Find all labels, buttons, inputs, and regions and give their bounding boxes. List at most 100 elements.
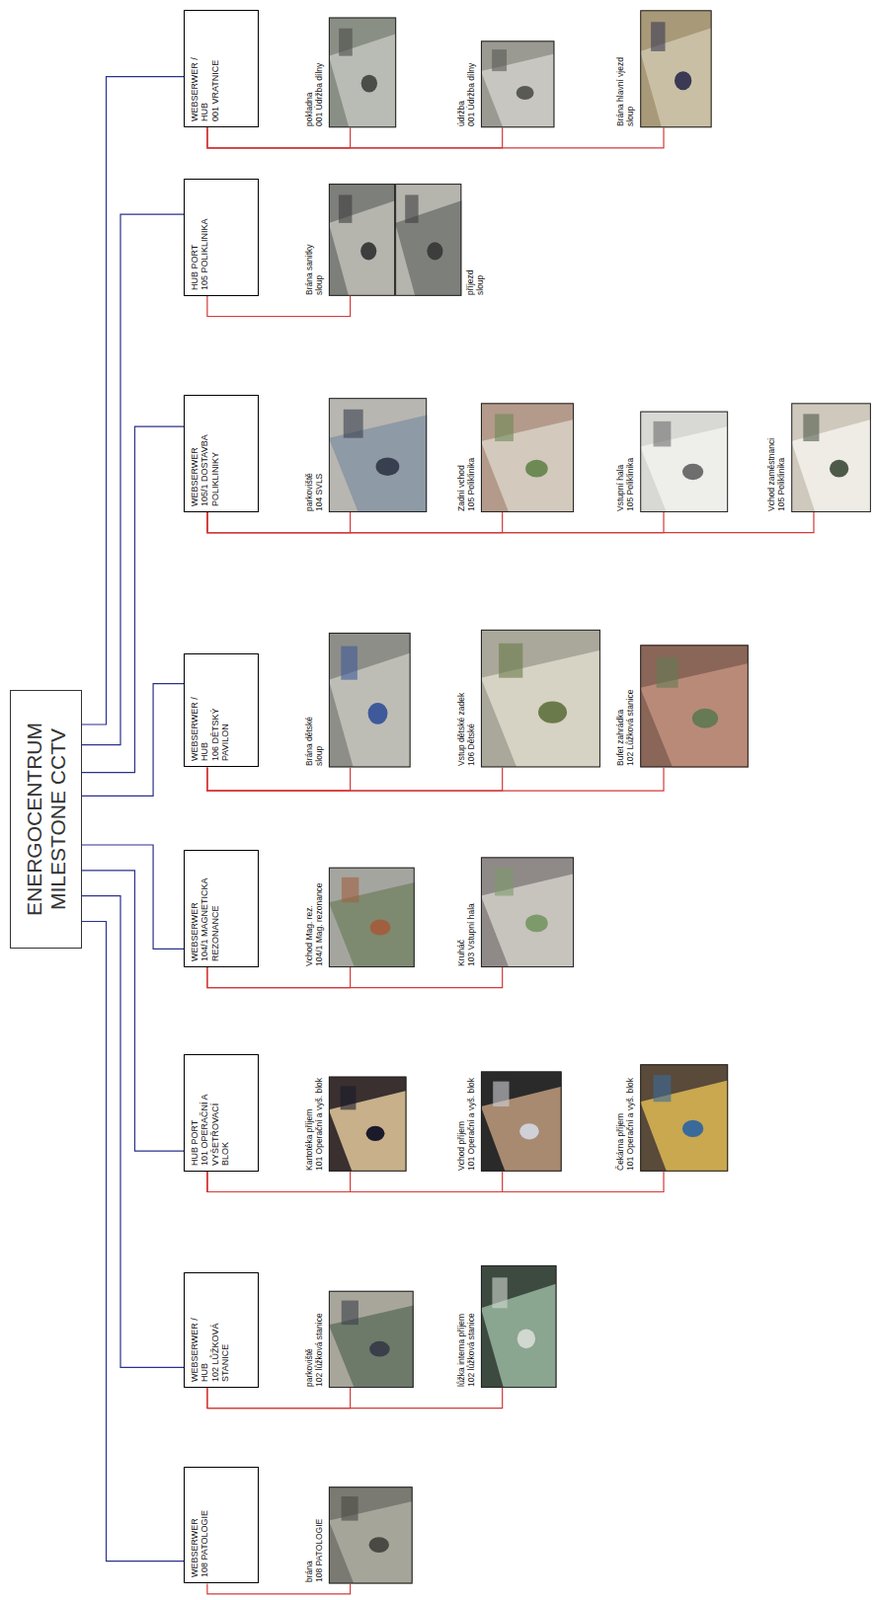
- hub-box: WEBSERWER / HUB106 DĚTSKÝ PAVILON: [183, 653, 258, 769]
- camera-picture: [480, 857, 574, 968]
- picture-frame: [328, 1077, 406, 1172]
- label-group: Vstupní hala105 Poliklinika: [616, 458, 636, 512]
- camera-label: Vstupní hala: [616, 458, 627, 512]
- server-box: ENERGOCENTRUM MILESTONE CCTV: [9, 690, 81, 951]
- camera-label: Bufet zahrádka: [616, 690, 627, 768]
- camera-label: Čekárna příjem: [616, 1078, 627, 1172]
- camera-link: [207, 127, 664, 149]
- hub-label: WEBSERWER: [189, 422, 200, 507]
- picture-frame: [328, 184, 395, 297]
- hub-label: 106 DĚTSKÝ PAVILON: [210, 677, 232, 762]
- picture-object: [525, 460, 549, 478]
- picture-object: [376, 457, 400, 477]
- camera-link: [207, 512, 814, 534]
- picture-ground: [791, 402, 872, 513]
- camera-label: 105 Poliklinika: [626, 458, 636, 512]
- picture-ground: [480, 402, 574, 513]
- picture-object: [517, 1329, 536, 1350]
- camera-view: Zadní vchod105 Poliklinika: [457, 402, 574, 513]
- camera-view: Vchod zaměstnanci105 Poliklinika: [767, 402, 872, 513]
- picture-object: [494, 413, 514, 442]
- picture-ground: [328, 183, 396, 297]
- label-group: Bufet zahrádka102 Lůžková stanice: [616, 690, 636, 768]
- label-group: WEBSERWER108 PATOLOGIE: [189, 1494, 211, 1579]
- picture-object: [340, 1086, 357, 1111]
- picture-object: [653, 421, 672, 448]
- picture-frame: [480, 630, 600, 768]
- picture-ground: [328, 397, 427, 513]
- network-link: [81, 684, 184, 797]
- picture-frame: [480, 1072, 561, 1172]
- camera-view: Vstup dětské zadek106 Dětské: [457, 630, 601, 769]
- picture-ground: [480, 857, 574, 968]
- camera-label: 001 Údržba dílny: [315, 63, 325, 127]
- picture-object: [360, 241, 377, 260]
- label-group: HUB PORT105 POLIKLINIKA: [189, 206, 211, 291]
- camera-label: 101 Operační a vyš. blok: [467, 1078, 477, 1172]
- camera-view: Kruháč103 Vstupní hala: [457, 857, 574, 968]
- camera-label: Brána hlavní vjezd: [616, 57, 627, 127]
- picture-frame: [328, 868, 414, 967]
- label-group: příjezdsloup: [466, 269, 486, 296]
- camera-label: lůžka interna příjem: [457, 1313, 468, 1388]
- label-group: Brána hlavní vjezdsloup: [616, 57, 636, 127]
- camera-label: 102 lůžková stanice: [467, 1313, 477, 1388]
- picture-frame: [328, 1488, 412, 1585]
- hub-label: WEBSERWER: [189, 1494, 200, 1579]
- camera-view: Bufet zahrádka102 Lůžková stanice: [616, 644, 749, 768]
- camera-view: Brána hlavní vjezdsloup: [616, 9, 712, 128]
- camera-link: [207, 1388, 351, 1410]
- camera-picture: [480, 630, 601, 769]
- hub-box: HUB PORT101 OPERAČNÍ A VYŠETŘOVACÍ BLOK: [183, 1054, 258, 1173]
- camera-view: Vstupní hala105 Poliklinika: [616, 411, 728, 513]
- picture-ground: [480, 630, 601, 769]
- label-group: HUB PORT101 OPERAČNÍ A VYŠETŘOVACÍ BLOK: [189, 1082, 231, 1167]
- camera-label: 103 Vstupní hala: [467, 903, 477, 967]
- camera-link: [207, 767, 664, 792]
- network-link: [81, 77, 184, 725]
- picture-object: [341, 1497, 359, 1522]
- picture-frame: [328, 633, 410, 767]
- picture-object: [341, 1301, 359, 1327]
- picture-object: [653, 1075, 672, 1103]
- picture-object: [366, 1126, 386, 1142]
- picture-ground: [328, 1077, 407, 1173]
- camera-picture: [328, 1077, 407, 1173]
- hub-label: 105 POLIKLINIKA: [199, 206, 210, 291]
- camera-view: Vchod příjem101 Operační a vyš. blok: [457, 1071, 562, 1172]
- camera-view: parkoviště102 lůžková stanice: [305, 1291, 414, 1389]
- picture-ground: [639, 644, 749, 768]
- picture-ground: [328, 1291, 414, 1389]
- hub-label: 108 PATOLOGIE: [199, 1494, 210, 1579]
- picture-object: [340, 646, 358, 681]
- picture-frame: [640, 411, 728, 512]
- label-group: pokladna001 Údržba dílny: [305, 63, 325, 127]
- hub-label: WEBSERWER / HUB: [189, 1298, 211, 1383]
- hub-label: 101 OPERAČNÍ A VYŠETŘOVACÍ BLOK: [199, 1082, 231, 1167]
- picture-ground: [480, 40, 555, 128]
- camera-link: [207, 767, 351, 792]
- camera-link: [207, 967, 503, 989]
- label-group: lůžka interna příjem102 lůžková stanice: [457, 1313, 477, 1388]
- picture-ground: [328, 17, 397, 129]
- label-group: Kartotéka příjem101 Operační a vyš. blok: [305, 1078, 325, 1172]
- camera-label: Vchod Mag. rez.: [305, 882, 316, 967]
- picture-object: [538, 701, 567, 723]
- label-group: WEBSERWER / HUB001 VRATNICE: [189, 37, 221, 122]
- camera-label: sloup: [476, 269, 486, 296]
- camera-label: Brána dětské: [305, 716, 316, 767]
- picture-ground: [639, 9, 712, 128]
- picture-ground: [328, 1487, 413, 1585]
- camera-picture: [328, 868, 415, 968]
- camera-label: 106 Dětské: [467, 693, 477, 767]
- label-group: Vstup dětské zadek106 Dětské: [457, 693, 477, 767]
- picture-object: [692, 709, 718, 729]
- camera-label: 104 SVLS: [315, 473, 325, 512]
- camera-label: Kruháč: [457, 903, 468, 967]
- hub-label: WEBSERWER / HUB: [189, 677, 211, 762]
- picture-object: [426, 241, 443, 260]
- camera-label: sloup: [315, 243, 325, 296]
- picture-ground: [328, 868, 415, 968]
- picture-object: [650, 21, 665, 52]
